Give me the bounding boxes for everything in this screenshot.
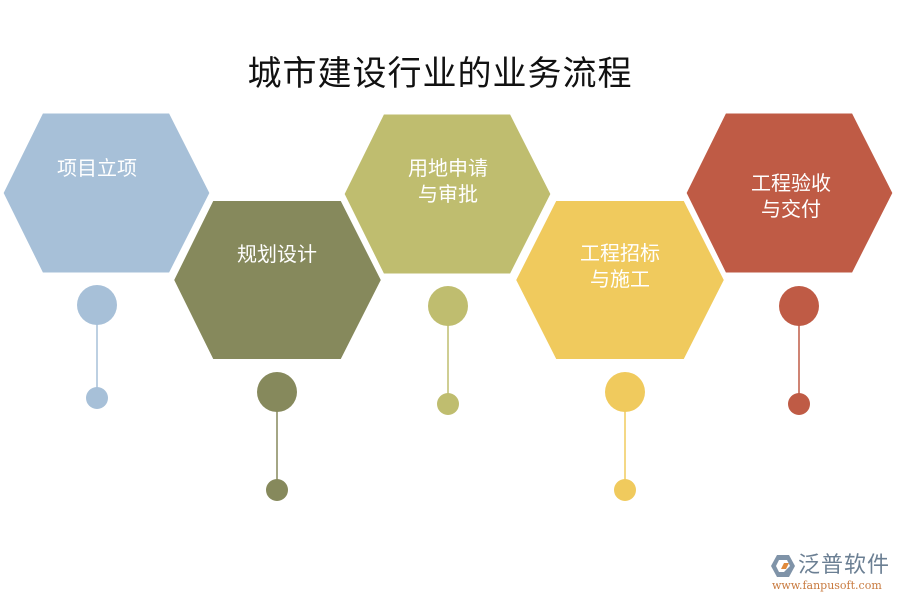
step-4-label: 工程招标 与施工	[540, 240, 700, 292]
pin-step-1	[77, 285, 117, 409]
hexagon-step-4	[511, 197, 729, 363]
step-1-label-line1: 项目立项	[57, 156, 137, 180]
step-5-label-line1: 工程验收	[751, 171, 831, 195]
pin-step-4	[605, 372, 645, 501]
step-1-label: 项目立项	[17, 155, 177, 181]
step-4-label-line2: 与施工	[590, 267, 650, 291]
step-3-label: 用地申请 与审批	[368, 155, 528, 207]
pin-step-2	[257, 372, 297, 501]
step-2-label: 规划设计	[197, 241, 357, 267]
step-3-label-line1: 用地申请	[408, 156, 488, 180]
step-4-label-line1: 工程招标	[580, 241, 660, 265]
hexagon-step-3	[341, 111, 554, 277]
logo-brand-name: 泛普软件	[798, 553, 891, 578]
diagram-title: 城市建设行业的业务流程	[247, 54, 633, 94]
fanpu-logo: 泛普软件 www.fanpusoft.com	[768, 552, 898, 596]
step-5-label: 工程验收 与交付	[711, 170, 871, 222]
step-2-label-line1: 规划设计	[237, 242, 317, 266]
hexagon-step-1	[0, 110, 213, 276]
hexagon-step-5	[683, 110, 896, 276]
fanpu-hexagon-logo-icon	[771, 555, 795, 577]
step-5-label-line2: 与交付	[761, 197, 821, 221]
logo-url: www.fanpusoft.com	[772, 579, 882, 592]
pin-step-3	[428, 286, 468, 415]
step-3-label-line2: 与审批	[418, 182, 478, 206]
pin-step-5	[779, 286, 819, 415]
hexagon-step-2	[169, 197, 386, 363]
